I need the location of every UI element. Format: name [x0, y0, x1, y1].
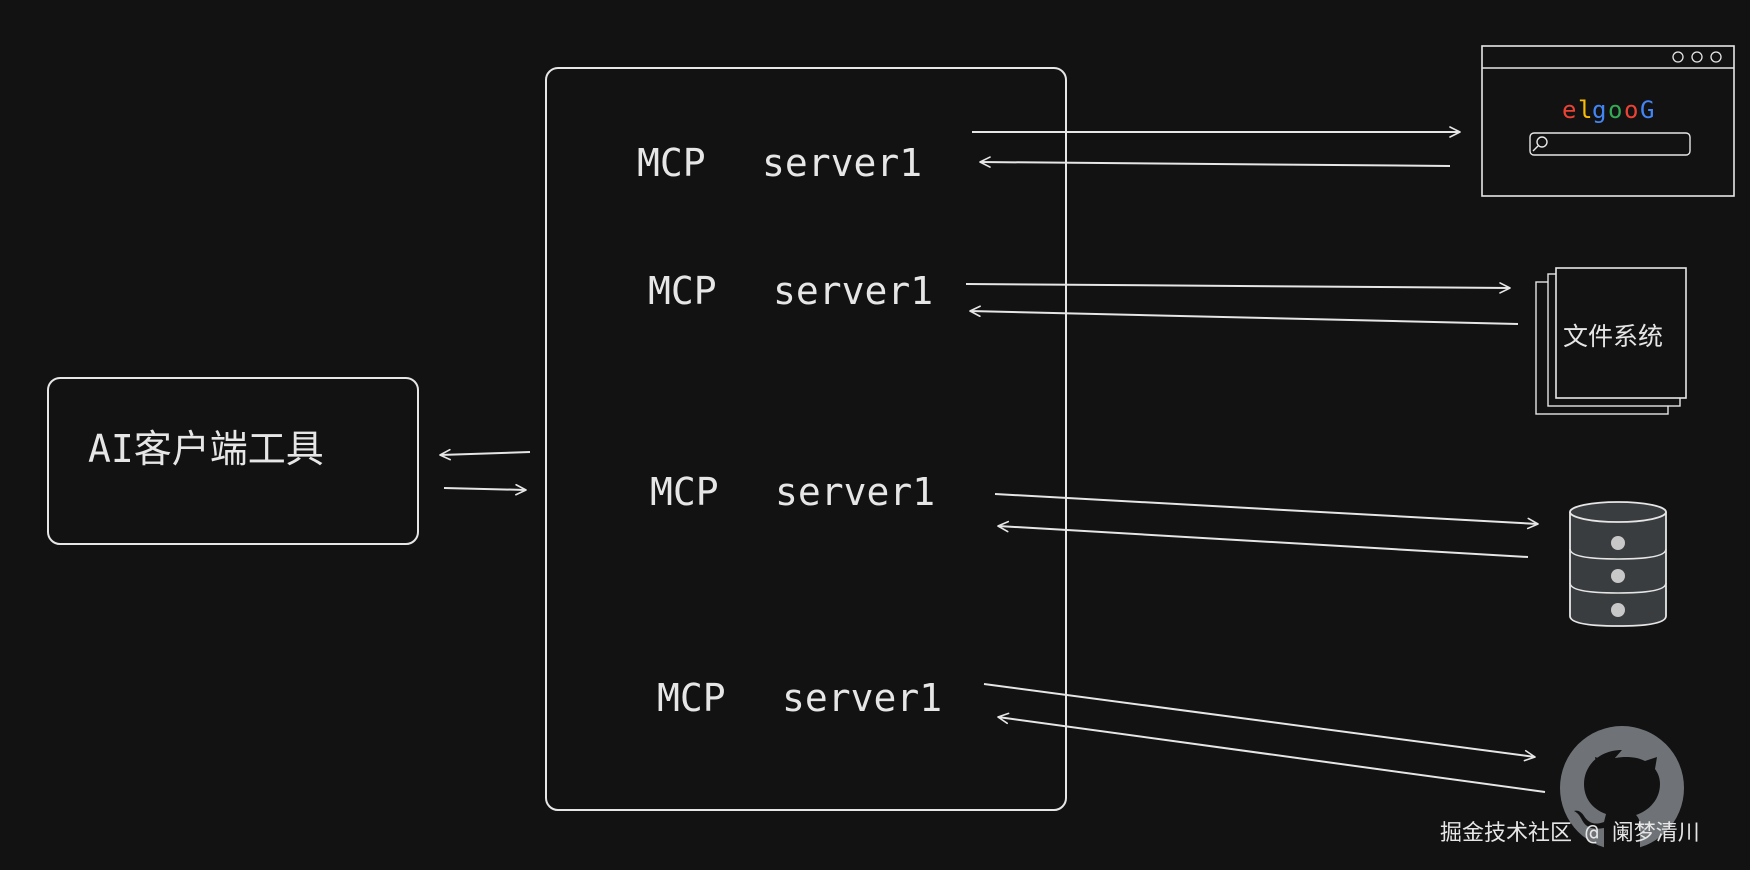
arrow-to-filesystem: [965, 282, 1511, 294]
arrow-server-to-client: [439, 448, 531, 461]
browser-window-icon: e l g o o G: [1481, 45, 1735, 197]
logo-letter-4: o: [1608, 96, 1622, 124]
arrow-to-github: [983, 683, 1536, 762]
browser-logo: e l g o o G: [1562, 96, 1654, 124]
arrow-from-filesystem: [969, 305, 1519, 325]
logo-letter-3: g: [1592, 96, 1606, 124]
server-3-mcp: MCP: [650, 470, 719, 514]
arrow-from-database: [997, 520, 1529, 558]
server-label-1: MCP server1: [637, 141, 922, 185]
arrow-from-browser: [979, 156, 1451, 168]
github-octocat-icon: [1560, 726, 1684, 850]
server-4-name: server1: [782, 676, 942, 720]
watermark: 掘金技术社区 @ 阑梦清川: [1440, 821, 1700, 846]
server-2-name: server1: [773, 269, 933, 313]
filesystem-label: 文件系统: [1563, 322, 1663, 351]
server-label-4: MCP server1: [657, 676, 942, 720]
server-4-mcp: MCP: [657, 676, 726, 720]
stacked-documents-icon: 文件系统: [1535, 267, 1687, 415]
server-1-mcp: MCP: [637, 141, 706, 185]
search-icon: [1532, 136, 1548, 152]
arrow-client-to-server: [443, 483, 527, 496]
logo-letter-5: o: [1624, 96, 1638, 124]
server-3-name: server1: [775, 470, 935, 514]
resource-arrows: [965, 126, 1546, 793]
server-2-mcp: MCP: [648, 269, 717, 313]
logo-letter-2: l: [1578, 96, 1592, 124]
server-label-3: MCP server1: [650, 470, 935, 514]
logo-letter-6: G: [1640, 96, 1654, 124]
server-1-name: server1: [762, 141, 922, 185]
server-label-2: MCP server1: [648, 269, 933, 313]
database-icon: [1569, 501, 1667, 627]
arrow-from-github: [997, 712, 1546, 793]
arrow-to-database: [994, 493, 1539, 530]
ai-client-node: AI客户端工具: [47, 377, 419, 545]
logo-letter-1: e: [1562, 96, 1576, 124]
mcp-servers-container: [545, 67, 1067, 811]
browser-search-bar: [1529, 132, 1691, 156]
ai-client-label: AI客户端工具: [88, 427, 324, 471]
client-server-arrows: [439, 448, 531, 496]
